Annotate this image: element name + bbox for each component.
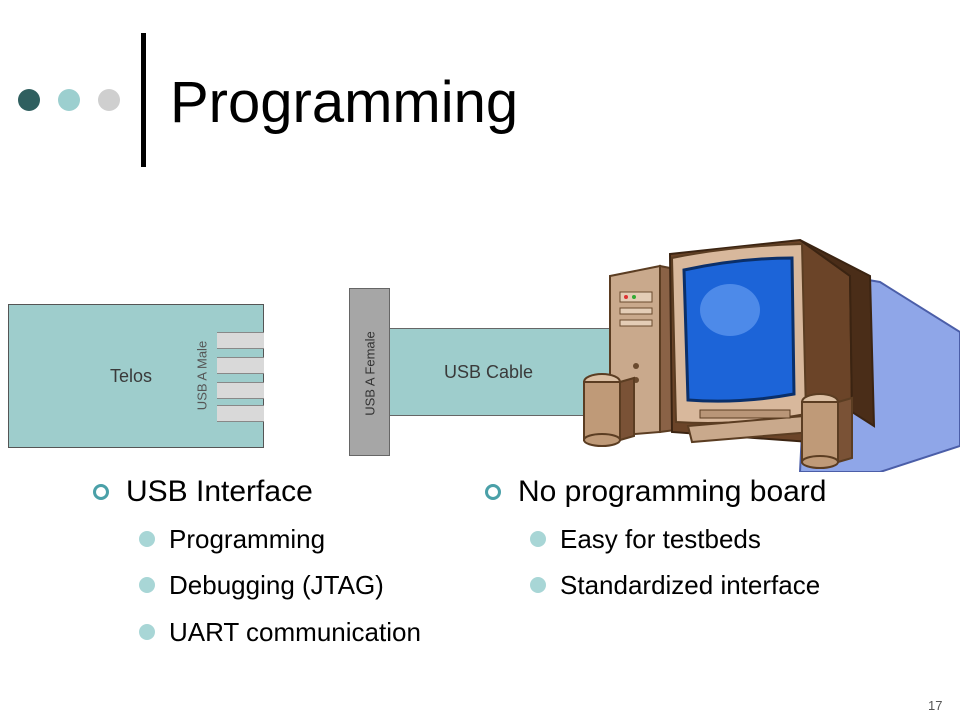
list-heading-right: No programming board [485, 474, 827, 510]
list-item-text: UART communication [169, 617, 421, 647]
list-item: UART communication [139, 616, 421, 648]
title-dot-gray [98, 89, 120, 111]
list-heading-text: No programming board [518, 475, 827, 508]
usb-male-pin [217, 357, 264, 374]
usb-male-pin [217, 332, 264, 349]
bullet-dot-icon [530, 577, 546, 593]
list-item: Debugging (JTAG) [139, 569, 384, 601]
title-dot-dark [18, 89, 40, 111]
usb-cable-label: USB Cable [444, 362, 534, 382]
list-item: Standardized interface [530, 569, 821, 601]
bullet-dot-icon [139, 531, 155, 547]
list-heading-text: USB Interface [126, 475, 313, 508]
bullet-ring-icon [485, 484, 501, 500]
bullet-dot-icon [139, 624, 155, 640]
usb-male-label: USB A Male [194, 340, 210, 411]
bullet-dot-icon [139, 577, 155, 593]
list-item: Programming [139, 523, 326, 555]
usb-female-label: USB A Female [362, 331, 378, 416]
list-heading-left: USB Interface [93, 474, 313, 510]
list-item-text: Easy for testbeds [560, 524, 761, 554]
title-divider [141, 33, 146, 167]
title-dot-teal [58, 89, 80, 111]
page-number: 17 [928, 698, 943, 713]
list-item-text: Standardized interface [560, 570, 821, 600]
usb-female-connector [349, 288, 390, 456]
slide-title: Programming [170, 70, 519, 135]
list-item: Easy for testbeds [530, 523, 761, 555]
bullet-dot-icon [530, 531, 546, 547]
list-item-text: Programming [169, 524, 326, 554]
telos-label: Telos [110, 366, 153, 386]
bullet-ring-icon [93, 484, 109, 500]
usb-male-pin [217, 405, 264, 422]
computer-illustration [583, 238, 960, 472]
list-item-text: Debugging (JTAG) [169, 570, 384, 600]
telos-board [8, 304, 264, 448]
usb-male-pin [217, 382, 264, 399]
